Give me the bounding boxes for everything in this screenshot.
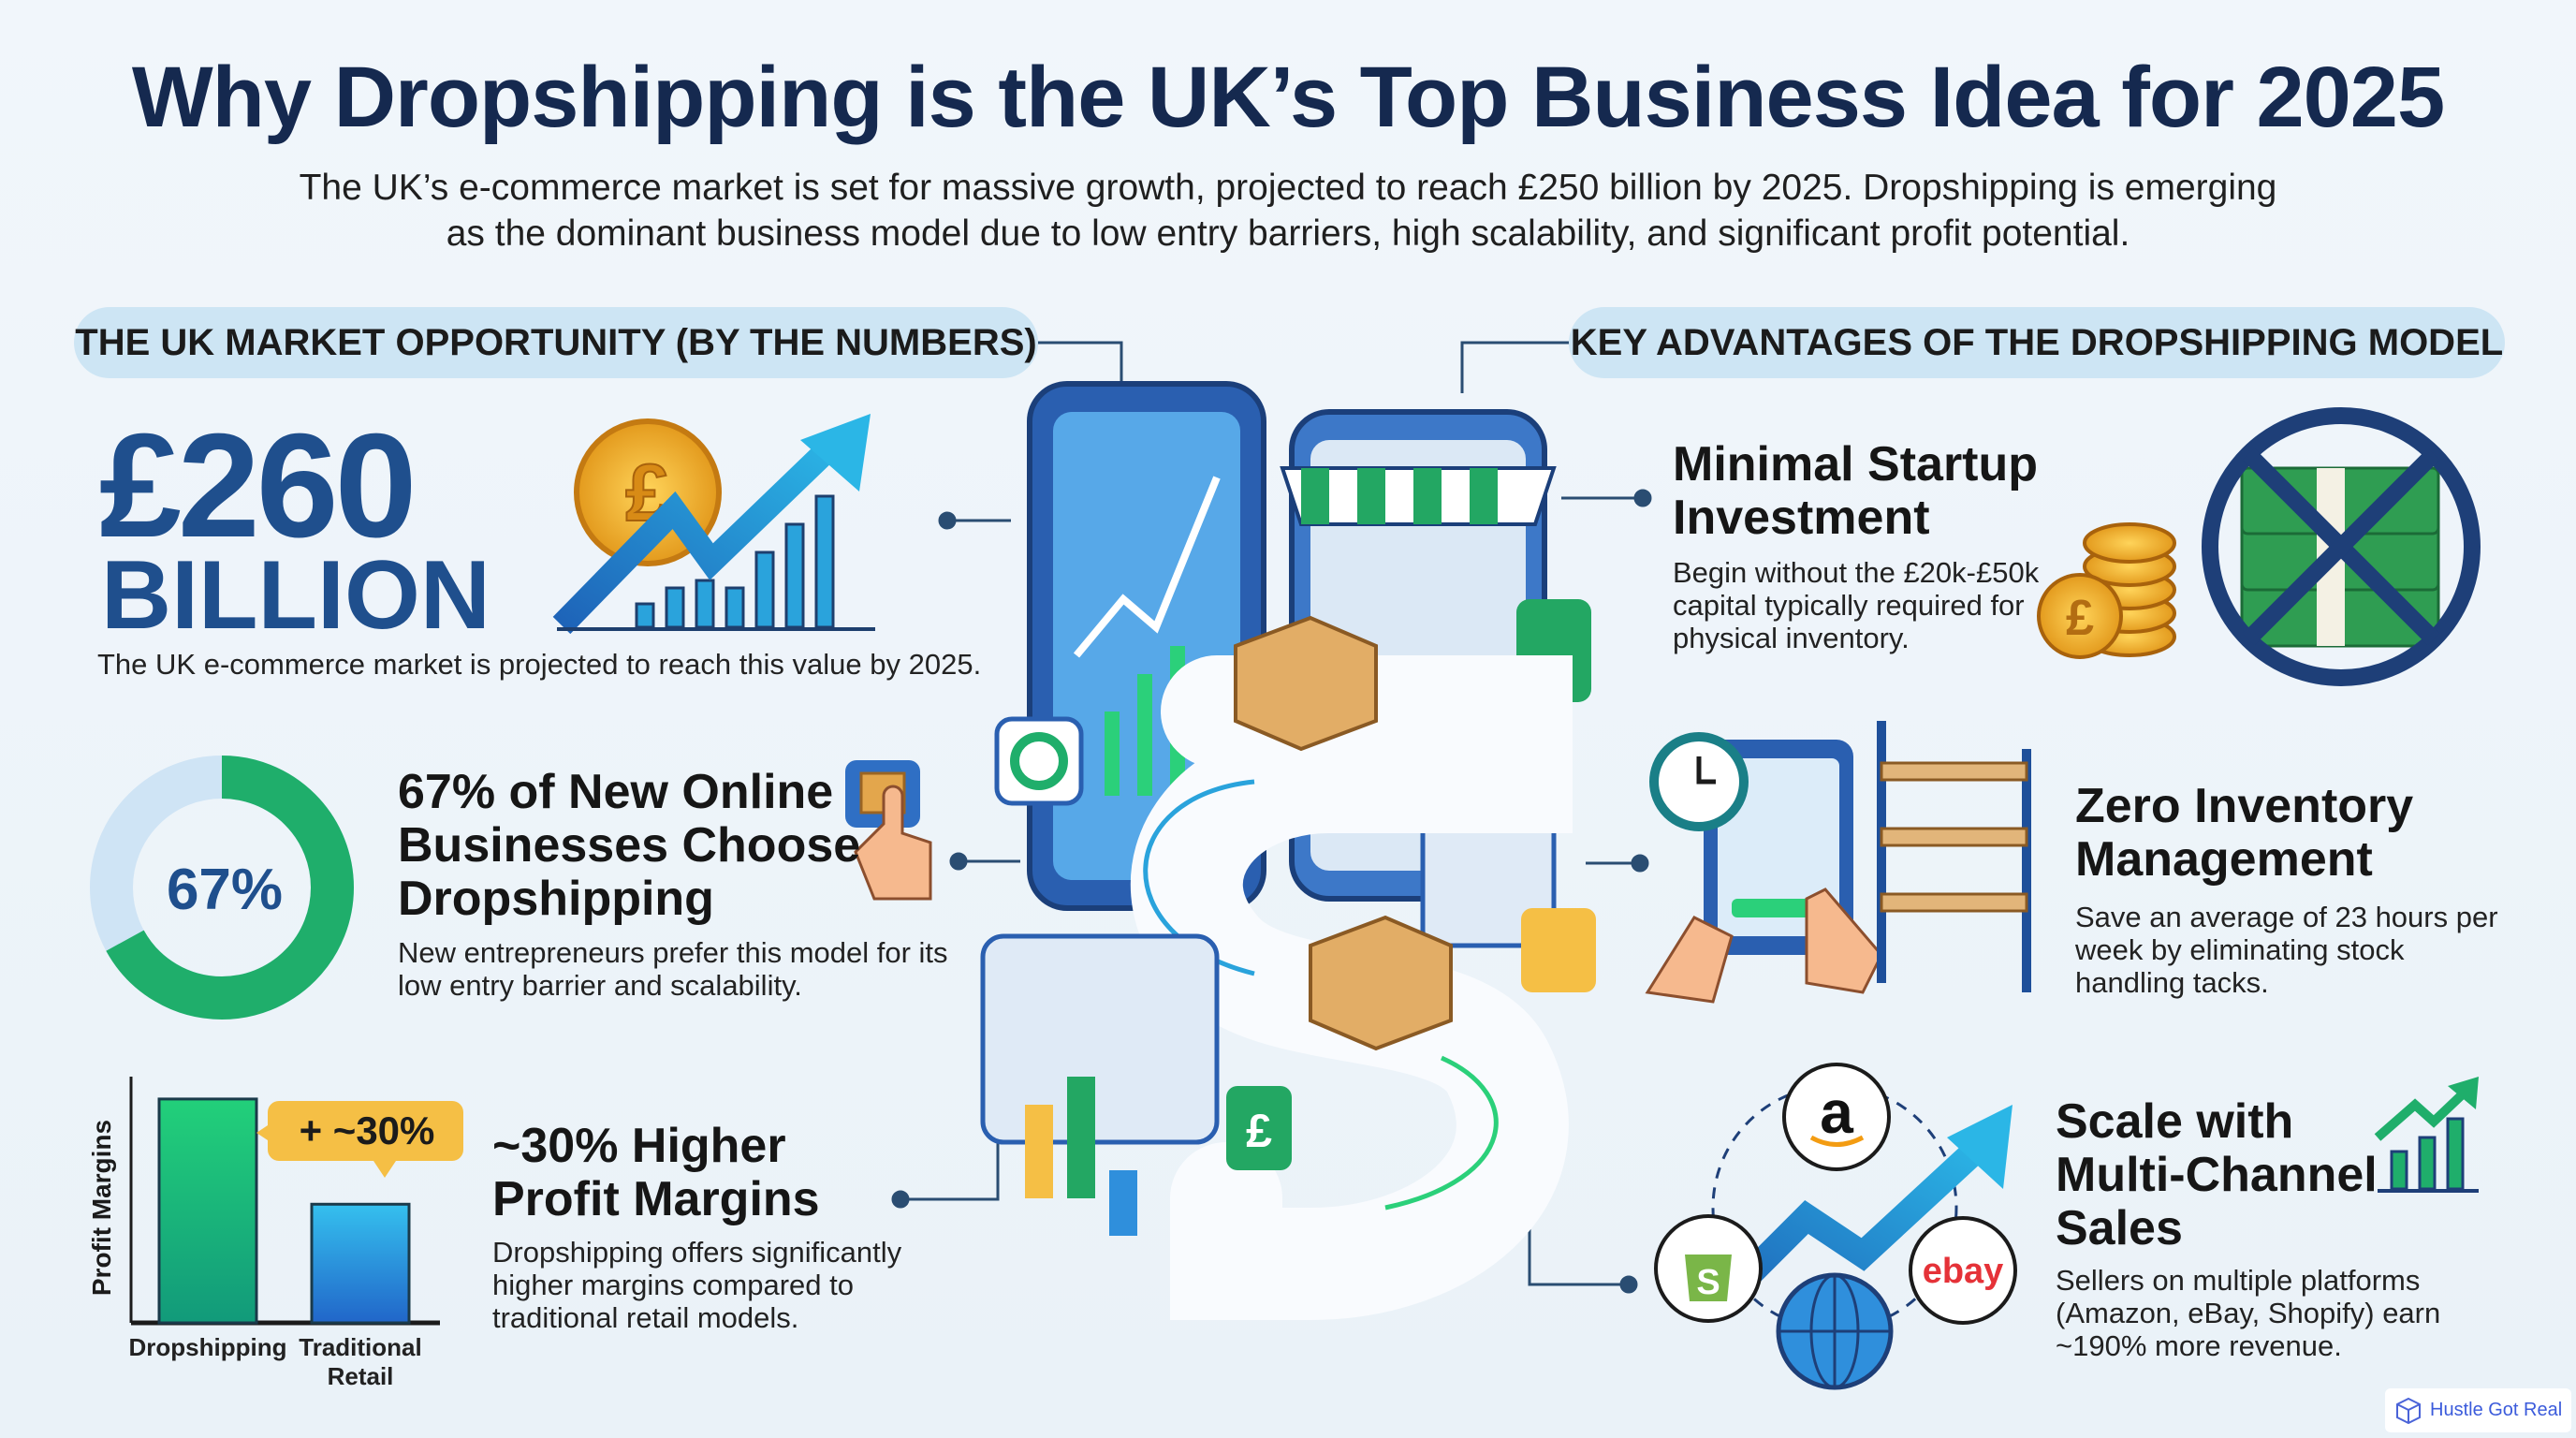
stat-heading: 67% of New Online Businesses Choose Drop…	[398, 766, 860, 926]
y-axis-label: Profit Margins	[87, 1120, 116, 1296]
x-tick-label-line: Dropshipping	[128, 1333, 287, 1361]
stat-description: New entrepreneurs prefer this model for …	[398, 936, 948, 1002]
marketplaces-growth-icon	[1654, 1063, 2017, 1390]
page-title: Why Dropshipping is the UK’s Top Busines…	[131, 50, 2445, 145]
stat-description: Dropshipping offers significantly higher…	[492, 1236, 901, 1334]
desc-line: Begin without the £20k-£50k	[1673, 556, 2040, 589]
heading-line: Minimal Startup	[1673, 437, 2039, 492]
advantage-description: Save an average of 23 hours per week by …	[2075, 901, 2498, 999]
stat-unit: BILLION	[101, 541, 490, 650]
annotation-badge	[256, 1101, 463, 1178]
heading-line: Scale with	[2056, 1094, 2294, 1149]
subtitle-line: as the dominant business model due to lo…	[446, 213, 2130, 254]
cube-icon	[2396, 1397, 2421, 1424]
watermark: Hustle Got Real	[2385, 1388, 2571, 1432]
no-cash-coins-icon: £	[2037, 407, 2481, 686]
desc-line: (Amazon, eBay, Shopify) earn	[2056, 1297, 2441, 1329]
shopify-logo-text: S	[1696, 1263, 1720, 1302]
ebay-logo-icon	[1909, 1216, 2017, 1325]
heading-line: Multi-Channel	[2056, 1148, 2378, 1202]
desc-line: low entry barrier and scalability.	[398, 969, 802, 1002]
desc-line: ~190% more revenue.	[2056, 1329, 2342, 1362]
heading-line: Investment	[1673, 491, 1930, 545]
stat-value: £260	[99, 404, 417, 568]
desc-line: traditional retail models.	[492, 1301, 799, 1334]
bar-traditional-retail	[310, 1202, 411, 1325]
donut-label: 67%	[166, 858, 284, 922]
heading-line: Management	[2075, 832, 2373, 887]
subtitle-line: The UK’s e-commerce market is set for ma…	[299, 168, 2277, 208]
desc-line: Save an average of 23 hours per	[2075, 901, 2498, 933]
page-subtitle: The UK’s e-commerce market is set for ma…	[187, 165, 2389, 257]
heading-line: Dropshipping	[398, 872, 714, 926]
donut-fill	[90, 756, 354, 1020]
pound-coin-growth-chart-icon: £	[552, 414, 875, 635]
desc-line: New entrepreneurs prefer this model for …	[398, 936, 948, 969]
bar-dropshipping	[157, 1097, 258, 1325]
tablet-clock-shelf-icon	[1645, 721, 2031, 1004]
section-title-market: THE UK MARKET OPPORTUNITY (BY THE NUMBER…	[74, 307, 1038, 378]
ecommerce-fulfillment-illustration: £	[980, 381, 1596, 1320]
advantage-description: Sellers on multiple platforms (Amazon, e…	[2056, 1264, 2440, 1362]
desc-line: handling tacks.	[2075, 966, 2269, 999]
heading-line: Sales	[2056, 1201, 2183, 1255]
advantage-description: Begin without the £20k-£50k capital typi…	[1673, 556, 2039, 654]
section-title-advantages: KEY ADVANTAGES OF THE DROPSHIPPING MODEL	[1569, 307, 2505, 378]
desc-line: capital typically required for	[1673, 589, 2025, 622]
svg-text:£: £	[1246, 1105, 1272, 1157]
heading-line: 67% of New Online	[398, 765, 834, 819]
profit-margin-bar-chart: + ~30% Profit Margins	[87, 1077, 463, 1326]
desc-line: week by eliminating stock	[2075, 933, 2405, 966]
advantage-heading: Minimal Startup Investment	[1673, 438, 2038, 545]
svg-text:£: £	[2066, 590, 2094, 646]
advantage-heading: Zero Inventory Management	[2075, 780, 2413, 887]
donut-chart	[90, 756, 354, 1020]
ebay-logo-text: ebay	[1923, 1252, 2004, 1291]
hand-tapping-box-icon	[845, 760, 932, 901]
annotation-label: + ~30%	[300, 1108, 435, 1152]
amazon-logo-icon	[1782, 1063, 1891, 1171]
stat-caption: The UK e-commerce market is projected to…	[97, 648, 982, 681]
desc-line: Sellers on multiple platforms	[2056, 1264, 2421, 1297]
x-tick-label-line: Retail	[327, 1362, 394, 1390]
advantage-heading: Scale with Multi-Channel Sales	[2056, 1095, 2378, 1255]
desc-line: higher margins compared to	[492, 1269, 854, 1301]
desc-line: Dropshipping offers significantly	[492, 1236, 902, 1269]
growth-chart-icon	[2374, 1077, 2479, 1193]
stat-heading: ~30% Higher Profit Margins	[492, 1120, 820, 1226]
desc-line: physical inventory.	[1673, 622, 1910, 654]
heading-line: ~30% Higher	[492, 1119, 786, 1173]
amazon-logo-text: a	[1820, 1078, 1853, 1146]
heading-line: Businesses Choose	[398, 818, 861, 873]
x-tick-label-line: Traditional	[299, 1333, 422, 1361]
watermark-text: Hustle Got Real	[2430, 1400, 2563, 1420]
heading-line: Zero Inventory	[2075, 779, 2414, 833]
x-tick-label: Dropshipping	[124, 1333, 292, 1362]
heading-line: Profit Margins	[492, 1172, 820, 1226]
connector-lines	[891, 341, 1652, 1294]
